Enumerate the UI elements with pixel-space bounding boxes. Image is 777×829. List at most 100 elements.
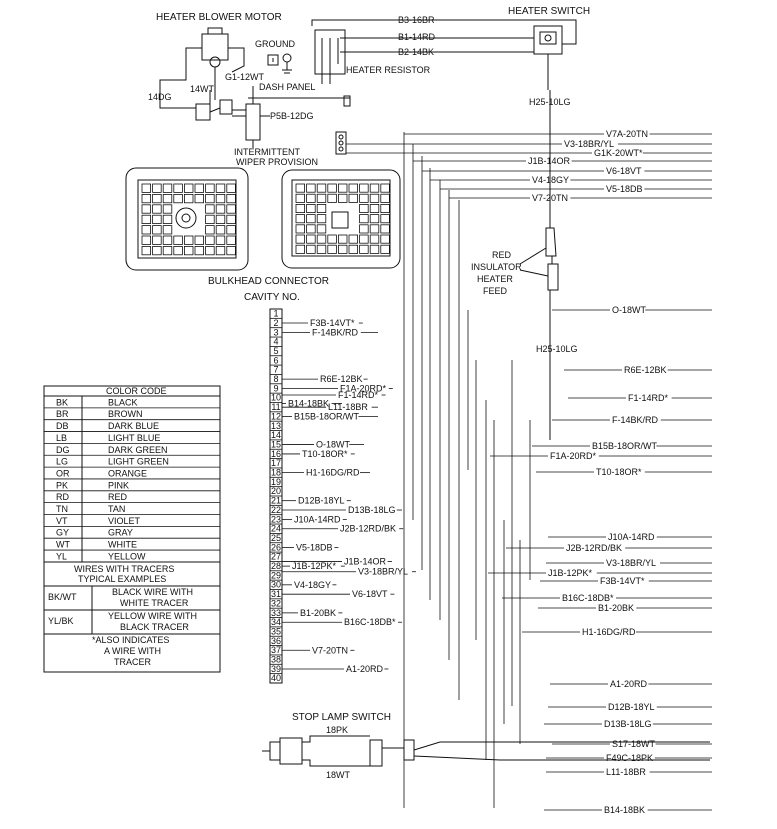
bulkhead-cavity [226,245,236,256]
color-code-name: WHITE [108,540,137,550]
bulkhead-cavity [359,183,369,193]
color-code-abbr: BR [56,409,69,419]
bulkhead-cavity [295,203,306,213]
bulkhead-cavity [141,214,152,224]
bulkhead-cavity [226,183,236,193]
right-wire-label: O-18WT [612,305,647,315]
bulkhead-cavity [152,193,162,204]
bulkhead-cavity [316,224,327,234]
label-red-2: INSULATOR [471,262,522,272]
cavity-number: 19 [271,477,281,487]
right-wire-label: F49C-18PK [606,753,653,763]
cavity-number: 6 [273,355,278,365]
color-code-name: GRAY [108,528,133,538]
cavity-number: 30 [271,580,281,590]
bulkhead-cavity [215,204,226,214]
cavity-number: 36 [271,636,281,646]
bulkhead-cavity [359,244,369,254]
cavity-number: 21 [271,496,281,506]
cavity-number: 13 [271,421,281,431]
note-1: *ALSO INDICATES [92,635,169,645]
label-intermittent: INTERMITTENT [234,147,300,157]
right-wire-label: A1-20RD [610,679,648,689]
bulkhead-cavity [316,214,327,224]
bulkhead-cavity [306,234,316,244]
left-wire-label: B16C-18DB* [344,617,396,627]
cavity-strip: 1234567891011121314151617181920212223242… [269,308,283,684]
left-wire-label: R6E-12BK [320,374,363,384]
bulkhead-cavity [369,214,380,224]
bulkhead-cavity [359,193,369,203]
right-wire-label: D13B-18LG [604,719,652,729]
bulkhead-cavity [306,214,316,224]
right-top-wires: V7A-20TNV3-18BR/YLG1K-20WT*J1B-14ORV6-18… [346,129,712,203]
right-wire-label: B1-20BK [598,603,634,613]
bulkhead-cavity [380,244,390,254]
switch-wire-b1: B1-14RD [398,32,436,42]
left-wire-label: V5-18DB [296,542,333,552]
bulkhead-cavity [215,245,226,256]
left-wire-label: V3-18BR/YL [358,567,408,577]
left-wire-label: F1A-20RD* [340,383,387,393]
color-code-name: YELLOW [108,551,146,561]
bulkhead-cavity [194,235,205,245]
stop-lamp-title: STOP LAMP SWITCH [292,712,391,723]
bulkhead-cavity [205,235,215,245]
right-top-wire-label: J1B-14OR [528,156,571,166]
bulkhead-cavity [173,245,183,256]
bulkhead-cavity [369,203,380,213]
ground-symbol [267,53,292,74]
color-code-abbr: LG [56,457,68,467]
label-14wt: 14WT [190,84,215,94]
bulkhead-connector-left [125,167,249,271]
wire-b3 [311,19,577,45]
bulkhead-cavity [327,183,337,193]
bulkhead-cavity [226,225,236,235]
cavity-number: 33 [271,608,281,618]
color-code-table [43,385,221,673]
color-code-abbr: TN [56,504,68,514]
bulkhead-cavity [183,193,194,204]
left-wire-label: T10-18OR* [302,449,348,459]
bulkhead-cavity [327,244,337,254]
bulkhead-cavity [194,245,205,256]
color-code-title: COLOR CODE [106,386,167,396]
bulkhead-cavity [141,245,152,256]
cavity-number: 5 [273,346,278,356]
cavity-number: 14 [271,430,281,440]
cavity-number: 16 [271,449,281,459]
ex1-desc-1: BLACK WIRE WITH [112,587,193,597]
bulkhead-cavity [337,234,348,244]
right-wire-label: L11-18BR [606,767,646,777]
left-wires: F3B-14VT*F-14BK/RDR6E-12BKF1A-20RD*F1-14… [282,318,416,674]
ex1-code: BK/WT [48,592,77,602]
color-code-abbr: DG [56,445,70,455]
bulkhead-cavity [226,214,236,224]
bulkhead-cavity [226,193,236,204]
bulkhead-cavity [152,214,162,224]
bulkhead-cavity [152,245,162,256]
bulkhead-cavity [152,204,162,214]
bulkhead-cavity [215,193,226,204]
cavity-number: 23 [271,514,281,524]
label-cavity: CAVITY NO. [244,292,300,303]
bulkhead-cavity [162,183,173,193]
cavity-number: 3 [273,327,278,337]
color-code-abbr: OR [56,468,70,478]
color-code-name: DARK BLUE [108,421,159,431]
bulkhead-cavity [226,204,236,214]
bulkhead-cavity [141,183,152,193]
right-top-wire-label: G1K-20WT* [594,148,643,158]
cavity-number: 32 [271,598,281,608]
bulkhead-cavity [141,204,152,214]
tracers-title-2: TYPICAL EXAMPLES [78,574,166,584]
right-wire-label: V3-18BR/YL [606,558,656,568]
bulkhead-cavity [295,224,306,234]
bulkhead-cavity [183,235,194,245]
stop-lamp-wire-top: 18PK [326,725,348,735]
bulkhead-cavity [152,225,162,235]
cavity-number: 11 [271,402,280,412]
bulkhead-cavity [306,224,316,234]
left-wire-label: J2B-12RD/BK [340,524,396,534]
left-wire-label: A1-20RD [346,664,384,674]
